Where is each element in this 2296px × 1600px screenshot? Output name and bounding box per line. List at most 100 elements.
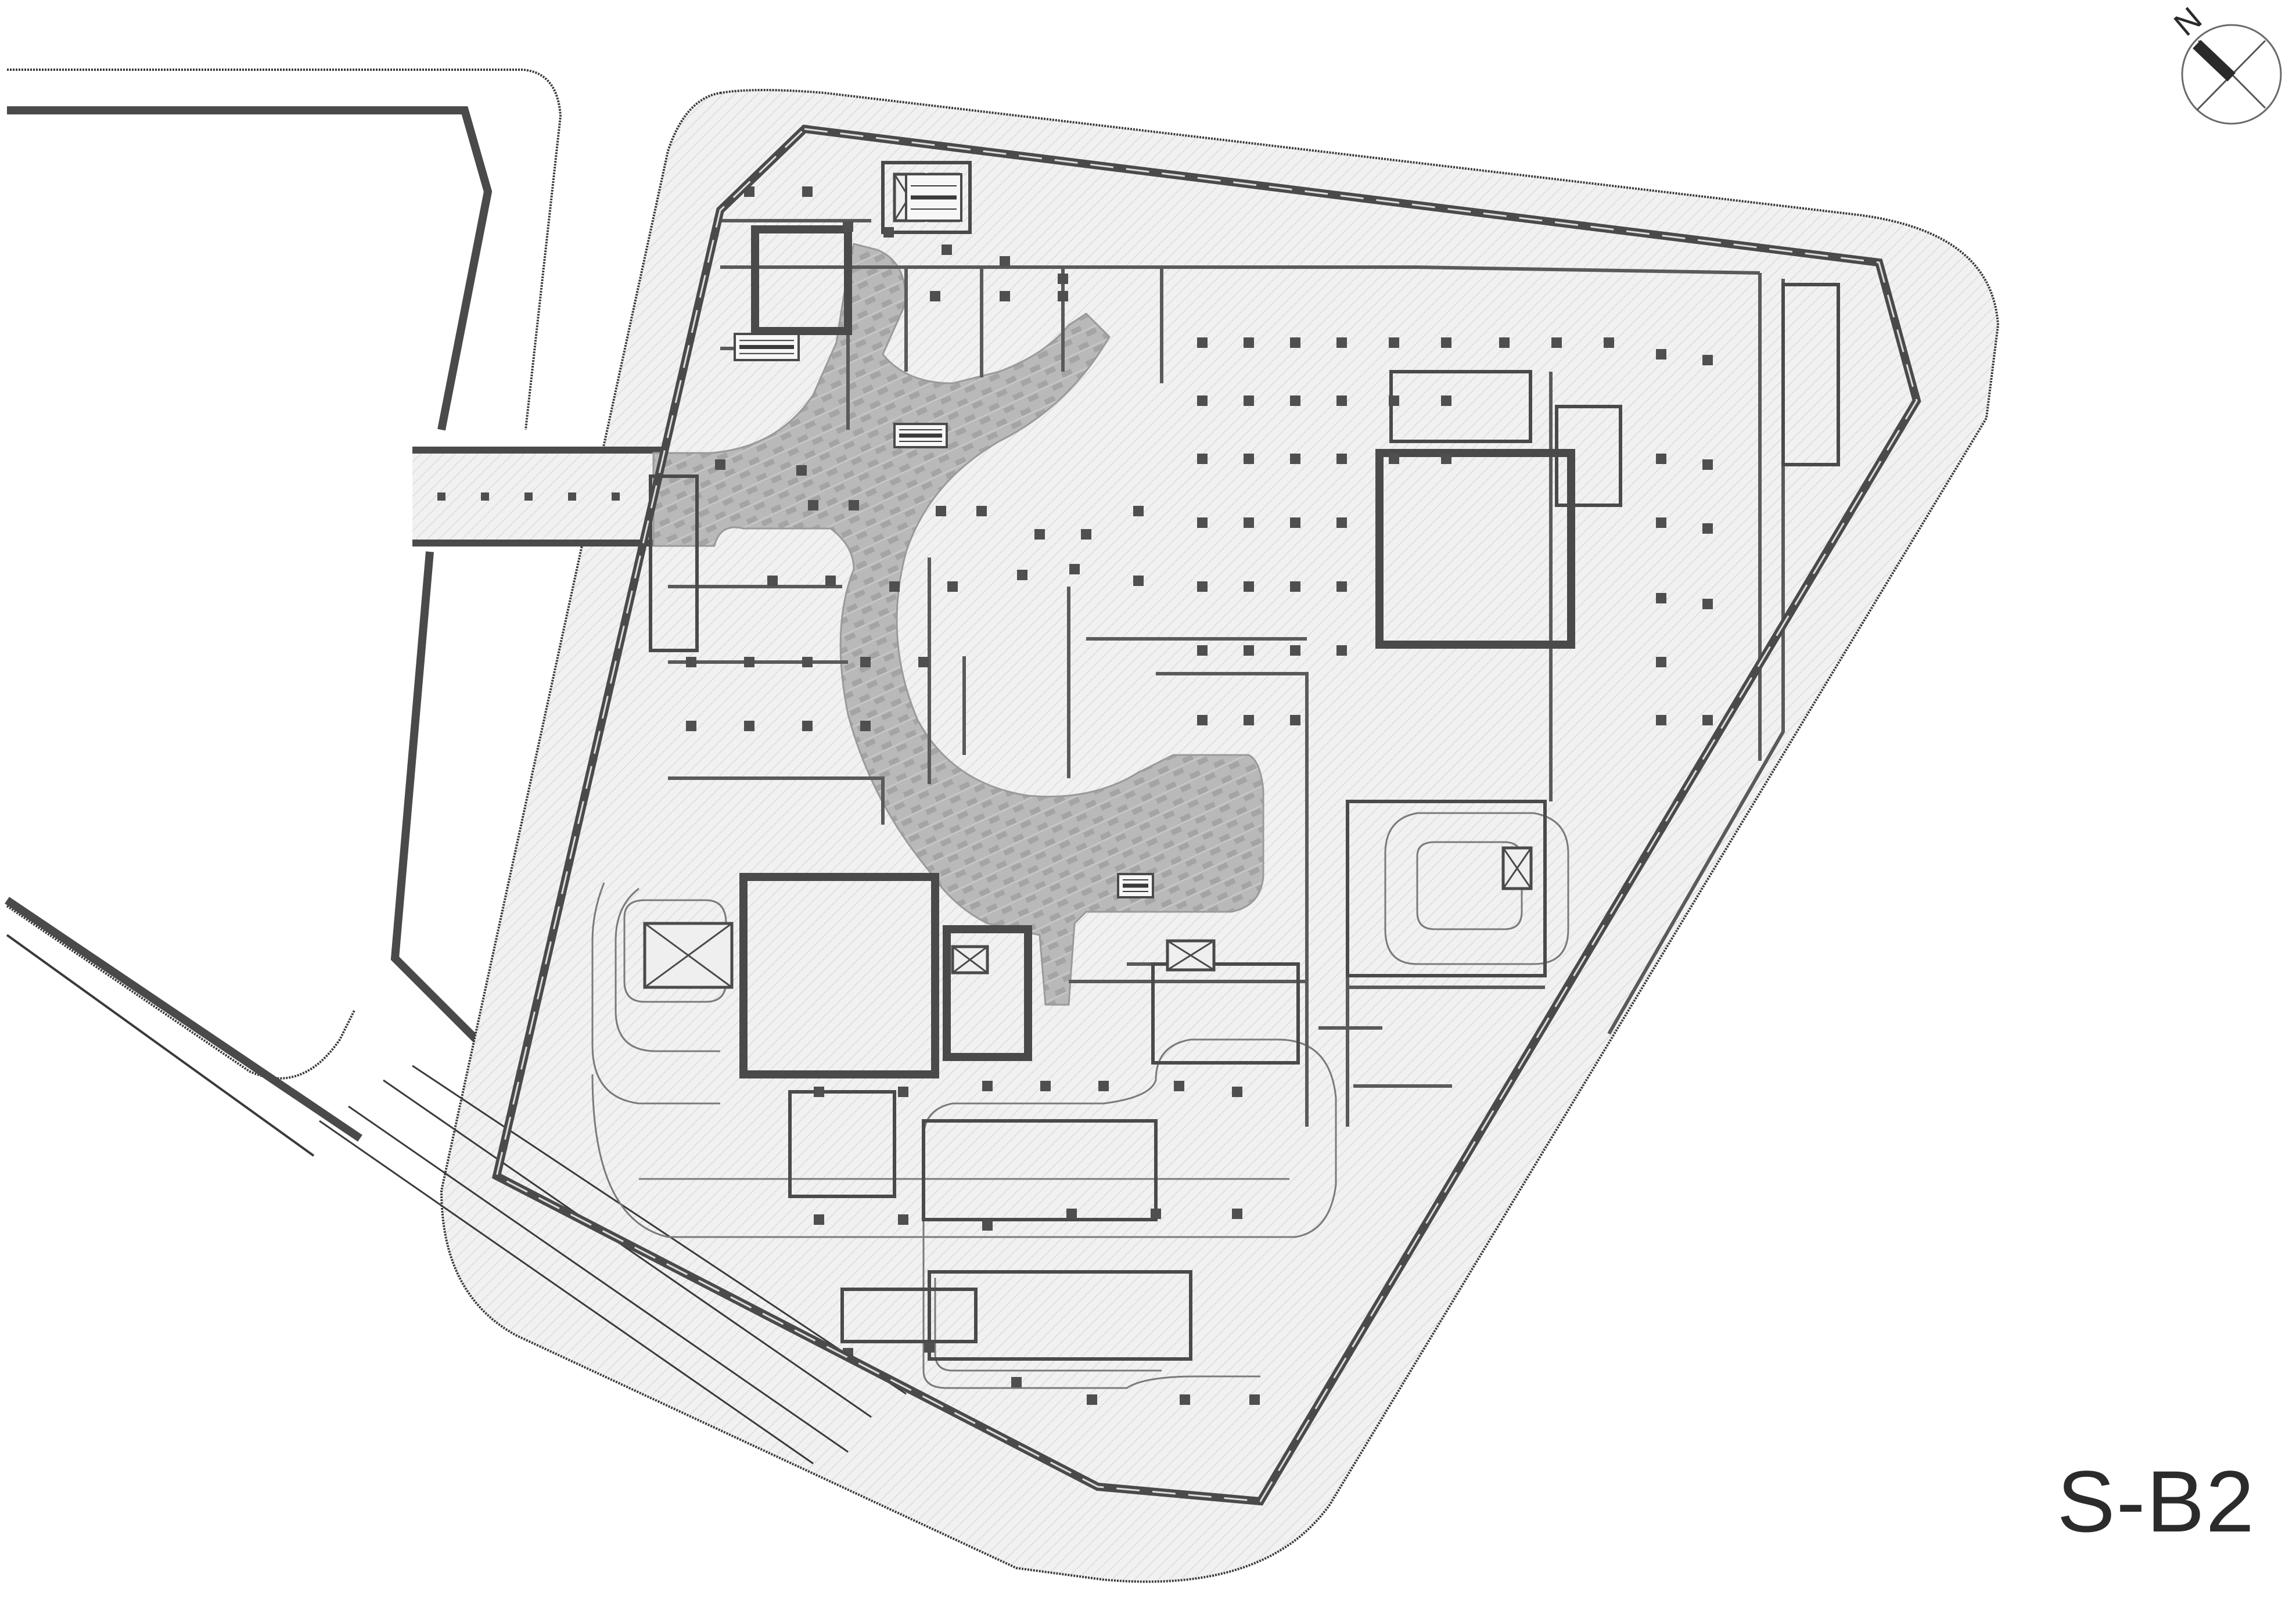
interior-wall bbox=[720, 265, 1760, 275]
elevator-cross bbox=[952, 945, 988, 974]
room bbox=[1781, 283, 1840, 466]
elevator-cross bbox=[1502, 847, 1532, 889]
column bbox=[1656, 349, 1666, 359]
column bbox=[1249, 1394, 1260, 1405]
column bbox=[1290, 715, 1300, 725]
west-left-wall bbox=[5, 897, 362, 1142]
escalator bbox=[893, 423, 948, 448]
column bbox=[1197, 581, 1208, 592]
column bbox=[889, 581, 900, 592]
column bbox=[1290, 645, 1300, 656]
interior-walls bbox=[668, 219, 1785, 1127]
bridge-column bbox=[568, 492, 576, 501]
room bbox=[1346, 800, 1547, 977]
column bbox=[1174, 1081, 1184, 1091]
column bbox=[1702, 715, 1713, 725]
column bbox=[1702, 355, 1713, 365]
road-lines bbox=[319, 1065, 907, 1465]
perimeter-wall bbox=[491, 124, 1921, 1506]
column bbox=[1290, 517, 1300, 528]
escalator bbox=[1117, 873, 1154, 898]
column bbox=[802, 657, 813, 667]
column bbox=[1290, 337, 1300, 348]
road-line bbox=[319, 1120, 814, 1465]
ramp-line bbox=[1384, 812, 1569, 965]
rooms bbox=[649, 161, 1840, 1361]
room bbox=[840, 1288, 978, 1343]
link-bridge bbox=[412, 447, 662, 546]
column bbox=[1244, 715, 1254, 725]
column bbox=[1098, 1081, 1109, 1091]
column bbox=[1040, 1081, 1051, 1091]
north-arrow-icon: N bbox=[2167, 5, 2282, 125]
column bbox=[1499, 337, 1510, 348]
road-line bbox=[412, 1065, 907, 1395]
column bbox=[1069, 564, 1080, 574]
column bbox=[825, 576, 836, 586]
column bbox=[1197, 454, 1208, 464]
column bbox=[1087, 1394, 1097, 1405]
room bbox=[1555, 405, 1622, 507]
column bbox=[802, 186, 813, 197]
column bbox=[744, 721, 754, 731]
column bbox=[1656, 715, 1666, 725]
column bbox=[924, 1342, 935, 1353]
column bbox=[802, 721, 813, 731]
column bbox=[1389, 454, 1399, 464]
column bbox=[1017, 570, 1027, 580]
column bbox=[1656, 593, 1666, 603]
column bbox=[942, 245, 952, 255]
column bbox=[918, 657, 929, 667]
column bbox=[1180, 1394, 1190, 1405]
column bbox=[1081, 529, 1091, 540]
column bbox=[849, 500, 859, 510]
column bbox=[1336, 337, 1347, 348]
ramp-line bbox=[591, 882, 720, 1105]
elevator-cross bbox=[644, 922, 732, 988]
escalator bbox=[905, 173, 962, 222]
column bbox=[1232, 1209, 1242, 1219]
room bbox=[943, 925, 1032, 1061]
column bbox=[715, 459, 725, 470]
column bbox=[1244, 581, 1254, 592]
west-left-line bbox=[6, 934, 315, 1157]
column bbox=[1133, 506, 1144, 516]
column bbox=[1232, 1087, 1242, 1097]
column bbox=[898, 1214, 908, 1225]
column bbox=[1244, 454, 1254, 464]
column bbox=[1197, 337, 1208, 348]
column bbox=[1034, 529, 1045, 540]
column bbox=[1000, 256, 1010, 267]
room bbox=[881, 161, 972, 234]
column bbox=[1197, 645, 1208, 656]
column bbox=[1336, 454, 1347, 464]
column bbox=[1389, 337, 1399, 348]
column bbox=[686, 657, 696, 667]
column bbox=[1290, 395, 1300, 406]
column bbox=[1290, 454, 1300, 464]
column bbox=[1197, 715, 1208, 725]
building-perimeter-wall bbox=[491, 124, 1921, 1506]
column bbox=[1656, 454, 1666, 464]
bridge-column bbox=[481, 492, 489, 501]
column bbox=[767, 576, 778, 586]
column bbox=[1702, 599, 1713, 609]
room bbox=[922, 1119, 1158, 1221]
column bbox=[1197, 517, 1208, 528]
column bbox=[947, 581, 958, 592]
column bbox=[1058, 291, 1068, 301]
column bbox=[1058, 274, 1068, 284]
elevator-core bbox=[951, 945, 989, 975]
column bbox=[843, 221, 853, 232]
column bbox=[982, 1081, 993, 1091]
column bbox=[1197, 395, 1208, 406]
column bbox=[1656, 657, 1666, 667]
column bbox=[1133, 576, 1144, 586]
west-wall bbox=[7, 106, 493, 431]
column bbox=[1151, 1209, 1161, 1219]
elevator-core bbox=[1166, 939, 1216, 972]
column bbox=[1336, 645, 1347, 656]
column bbox=[883, 227, 894, 238]
column bbox=[1066, 1209, 1077, 1219]
column bbox=[976, 506, 987, 516]
